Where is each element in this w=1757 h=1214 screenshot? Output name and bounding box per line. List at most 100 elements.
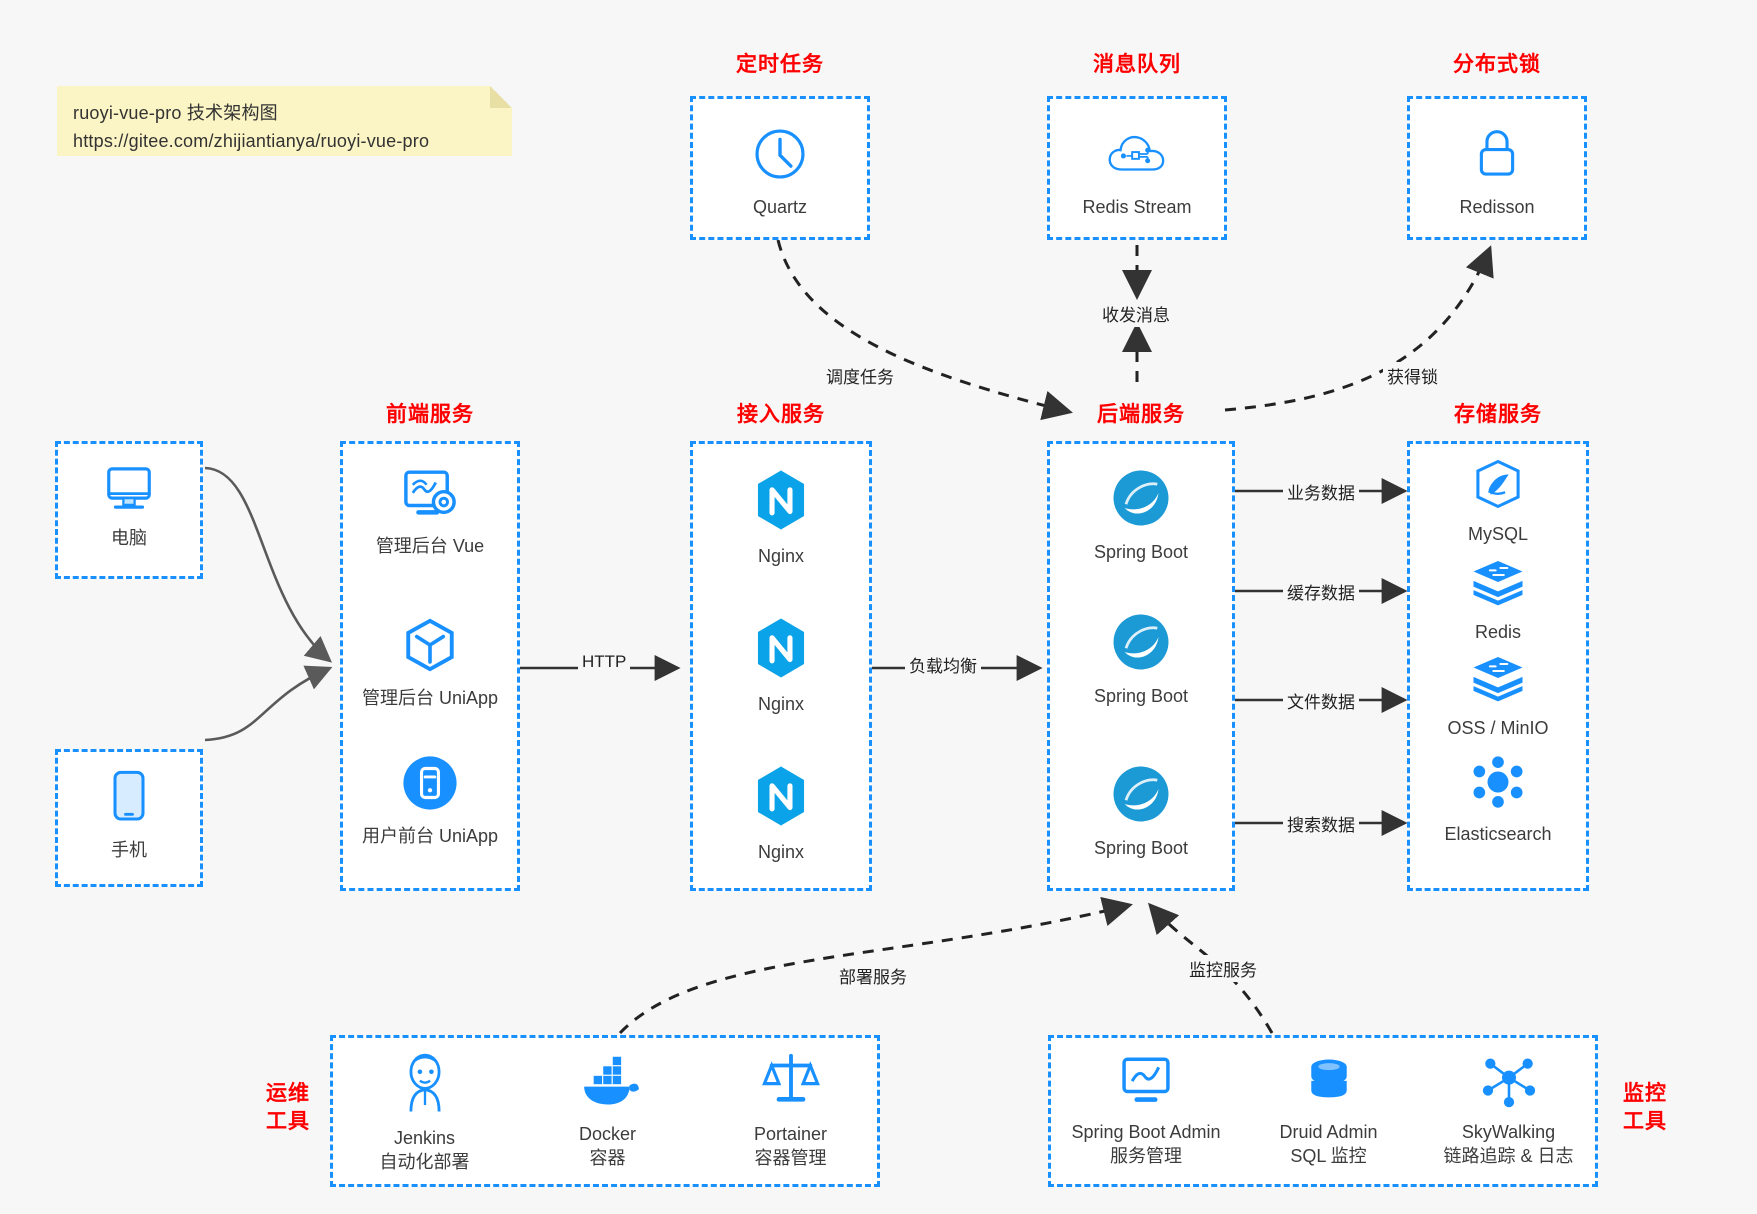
node-sublabel: SQL 监控 [1290, 1146, 1367, 1167]
node-elasticsearch[interactable]: Elasticsearch [1410, 754, 1586, 846]
docker-icon [577, 1056, 639, 1115]
node-label: 电脑 [111, 528, 147, 548]
note-line-1: ruoyi-vue-pro 技术架构图 [73, 103, 278, 123]
node-sublabel: 服务管理 [1110, 1146, 1182, 1167]
box-frontend-service: 管理后台 Vue 管理后台 UniApp 用户前台 UniApp [340, 441, 520, 891]
cube-uniapp-icon [401, 616, 459, 679]
node-label: Nginx [757, 842, 805, 862]
node-oss-minio[interactable]: OSS / MinIO [1410, 652, 1586, 740]
node-label: Spring Boot [1093, 838, 1189, 858]
caption-backend-service: 后端服务 [1097, 403, 1185, 426]
node-label: Jenkins [393, 1128, 456, 1148]
node-label: Nginx [757, 546, 805, 566]
node-spring-boot-3[interactable]: Spring Boot [1050, 764, 1232, 860]
edge-label-business-data: 业务数据 [1283, 478, 1359, 505]
node-label: SkyWalking [1461, 1122, 1556, 1142]
caption-message-queue: 消息队列 [1093, 53, 1181, 76]
node-admin-vue[interactable]: 管理后台 Vue [343, 466, 517, 558]
druid-icon [1302, 1056, 1356, 1113]
box-message-queue: Redis Stream [1047, 96, 1227, 240]
node-sublabel: 容器管理 [754, 1148, 827, 1169]
node-nginx-1[interactable]: Nginx [693, 468, 869, 568]
node-label: Elasticsearch [1444, 824, 1552, 844]
node-skywalking[interactable]: SkyWalking 链路追踪 & 日志 [1416, 1052, 1601, 1169]
node-nginx-2[interactable]: Nginx [693, 616, 869, 716]
node-spring-boot-2[interactable]: Spring Boot [1050, 612, 1232, 708]
node-docker[interactable]: Docker 容器 [516, 1056, 699, 1171]
node-redisson[interactable]: Redisson [1410, 125, 1584, 219]
box-distributed-lock: Redisson [1407, 96, 1587, 240]
spring-boot-icon [1111, 612, 1171, 677]
skywalking-icon [1480, 1052, 1538, 1113]
caption-storage-service: 存储服务 [1454, 403, 1542, 426]
caption-access-service: 接入服务 [737, 403, 825, 426]
node-nginx-3[interactable]: Nginx [693, 764, 869, 864]
node-desktop[interactable]: 电脑 [58, 462, 200, 550]
box-client-mobile: 手机 [55, 749, 203, 887]
caption-frontend-service: 前端服务 [386, 403, 474, 426]
nginx-icon [752, 616, 810, 685]
node-mobile[interactable]: 手机 [58, 770, 200, 862]
note-fold-corner [490, 86, 512, 108]
edge-label-deploy-service: 部署服务 [835, 962, 911, 989]
mysql-icon [1472, 458, 1524, 515]
note-line-2: https://gitee.com/zhijiantianya/ruoyi-vu… [73, 130, 430, 151]
caption-monitor-line-2: 工具 [1623, 1110, 1667, 1134]
node-admin-uniapp[interactable]: 管理后台 UniApp [343, 616, 517, 710]
node-sublabel: 容器 [589, 1148, 626, 1169]
node-mysql[interactable]: MySQL [1410, 458, 1586, 546]
node-user-uniapp[interactable]: 用户前台 UniApp [343, 754, 517, 848]
edge-label-file-data: 文件数据 [1283, 687, 1359, 714]
node-label: OSS / MinIO [1447, 718, 1549, 738]
portainer-icon [761, 1050, 820, 1115]
edge-label-http: HTTP [578, 651, 631, 673]
node-label: Nginx [757, 694, 805, 714]
caption-monitor-line-1: 监控 [1623, 1082, 1667, 1105]
app-uniapp-icon [401, 754, 459, 817]
caption-devops-line-1: 运维 [266, 1082, 310, 1105]
node-label: Portainer [753, 1124, 828, 1144]
lock-icon [1469, 125, 1525, 188]
node-label: Spring Boot Admin [1071, 1122, 1221, 1142]
box-client-desktop: 电脑 [55, 441, 203, 579]
node-druid-admin[interactable]: Druid Admin SQL 监控 [1241, 1056, 1416, 1169]
node-portainer[interactable]: Portainer 容器管理 [699, 1050, 882, 1171]
node-jenkins[interactable]: Jenkins 自动化部署 [333, 1050, 516, 1175]
node-spring-boot-1[interactable]: Spring Boot [1050, 468, 1232, 564]
desktop-icon [102, 462, 156, 519]
box-scheduled-task: Quartz [690, 96, 870, 240]
elasticsearch-icon [1470, 754, 1526, 815]
spring-boot-admin-icon [1116, 1052, 1176, 1113]
dashboard-vue-icon [399, 466, 461, 527]
box-backend-service: Spring Boot Spring Boot Spring Boot [1047, 441, 1235, 891]
node-spring-boot-admin[interactable]: Spring Boot Admin 服务管理 [1051, 1052, 1241, 1169]
node-label: 管理后台 Vue [375, 536, 485, 556]
edge-label-monitor-service: 监控服务 [1185, 955, 1261, 982]
mobile-icon [108, 770, 150, 831]
title-note: ruoyi-vue-pro 技术架构图 https://gitee.com/zh… [57, 86, 512, 156]
box-storage-service: MySQL Redis OSS / MinIO Elasticsearch [1407, 441, 1589, 891]
edge-label-search-data: 搜索数据 [1283, 810, 1359, 837]
oss-minio-icon [1470, 652, 1526, 709]
node-label: 手机 [111, 840, 147, 860]
box-access-service: Nginx Nginx Nginx [690, 441, 872, 891]
spring-boot-icon [1111, 764, 1171, 829]
node-label: 管理后台 UniApp [361, 688, 499, 708]
node-quartz[interactable]: Quartz [693, 125, 867, 219]
node-label: Spring Boot [1093, 542, 1189, 562]
node-label: Redis Stream [1082, 197, 1192, 217]
node-label: Druid Admin [1279, 1122, 1378, 1142]
clock-icon [751, 125, 809, 188]
node-label: MySQL [1467, 524, 1528, 544]
cloud-stream-icon [1106, 125, 1168, 188]
edge-label-acquire-lock: 获得锁 [1383, 362, 1442, 389]
node-label: Docker [578, 1124, 636, 1144]
node-label: Spring Boot [1093, 686, 1189, 706]
node-redis[interactable]: Redis [1410, 556, 1586, 644]
node-sublabel: 链路追踪 & 日志 [1443, 1146, 1574, 1167]
caption-devops-tools: 运维 工具 [258, 1080, 318, 1137]
caption-devops-line-2: 工具 [266, 1110, 310, 1134]
node-label: Redisson [1459, 197, 1535, 217]
node-redis-stream[interactable]: Redis Stream [1050, 125, 1224, 219]
